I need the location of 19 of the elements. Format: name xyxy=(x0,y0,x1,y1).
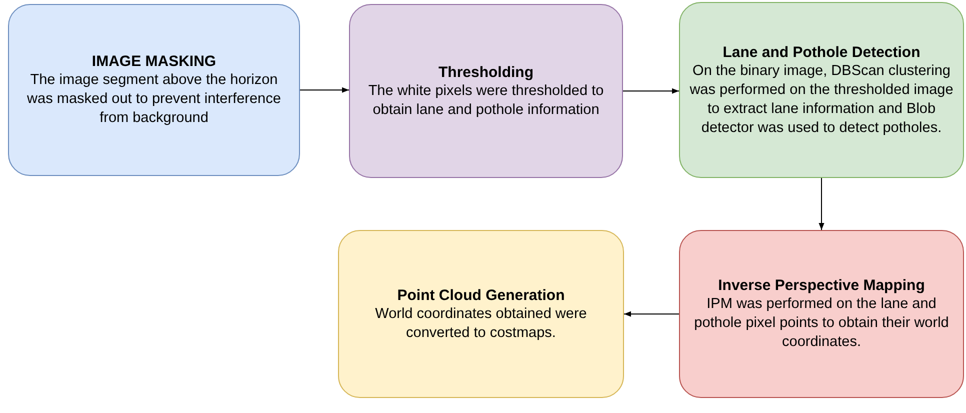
box-heading: Lane and Pothole Detection xyxy=(722,42,920,62)
box-description: World coordinates obtained were converted to costmaps. xyxy=(374,304,588,342)
box-description: On the binary image, DBScan clustering was performed on the thresholded image to extract lane information and Blob detector was used to detect potholes. xyxy=(688,62,954,138)
arrow xyxy=(624,311,680,317)
arrow xyxy=(300,87,350,93)
process-box xyxy=(349,4,623,178)
arrow xyxy=(818,178,824,230)
box-description: The image segment above the horizon was masked out to prevent interference from background xyxy=(26,71,282,128)
box-description: The white pixels were thresholded to obtain lane and pothole information xyxy=(367,82,605,120)
box-heading: IMAGE MASKING xyxy=(92,52,216,71)
box-heading: Thresholding xyxy=(438,62,534,82)
process-box xyxy=(679,230,964,398)
box-description: IPM was performed on the lane and pothole pixel points to obtain their world coordinates. xyxy=(693,295,950,352)
box-heading: Inverse Perspective Mapping xyxy=(718,276,925,295)
arrow xyxy=(622,88,680,94)
box-heading: Point Cloud Generation xyxy=(397,286,565,304)
process-box xyxy=(338,230,624,398)
process-box xyxy=(679,2,964,178)
process-box xyxy=(8,4,300,176)
